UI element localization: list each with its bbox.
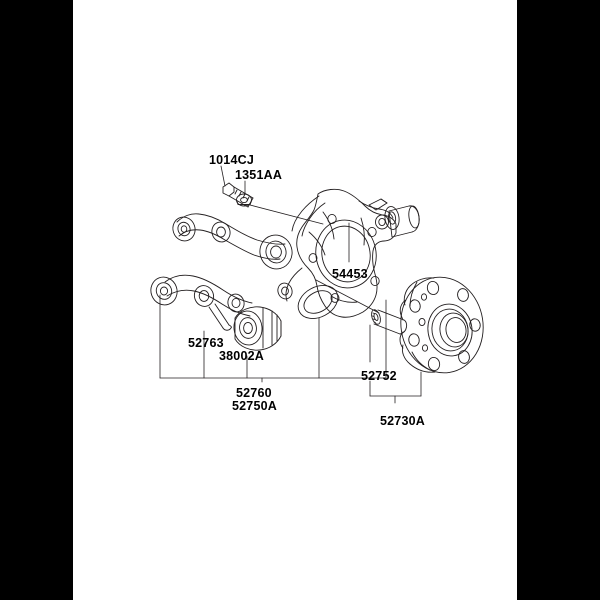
callout-52752: 52752 (361, 369, 397, 383)
washer-nut-art (236, 193, 252, 207)
callout-1014CJ: 1014CJ (209, 153, 254, 167)
stabilizer-bushing-art (384, 205, 420, 238)
knuckle-body-art (277, 188, 397, 319)
callout-52760: 52760 (236, 386, 272, 400)
callout-38002A: 38002A (219, 349, 264, 363)
leader-lines (159, 165, 422, 404)
diagram-artboard: 1014CJ 1351AA 54453 52763 38002A 52760 5… (73, 0, 517, 600)
callout-54453: 54453 (332, 267, 368, 281)
lower-link-arm-art (150, 274, 253, 331)
diagram-sheet: 1014CJ 1351AA 54453 52763 38002A 52760 5… (73, 0, 517, 600)
callout-1351AA: 1351AA (235, 168, 283, 182)
callout-52750A: 52750A (232, 399, 277, 413)
ball-joint-art (233, 306, 282, 351)
wheel-hub-art (399, 276, 484, 374)
parts-illustration (150, 165, 484, 404)
callout-52730A: 52730A (380, 414, 425, 428)
callout-52763: 52763 (188, 336, 224, 350)
upper-link-arm-art (172, 213, 293, 270)
